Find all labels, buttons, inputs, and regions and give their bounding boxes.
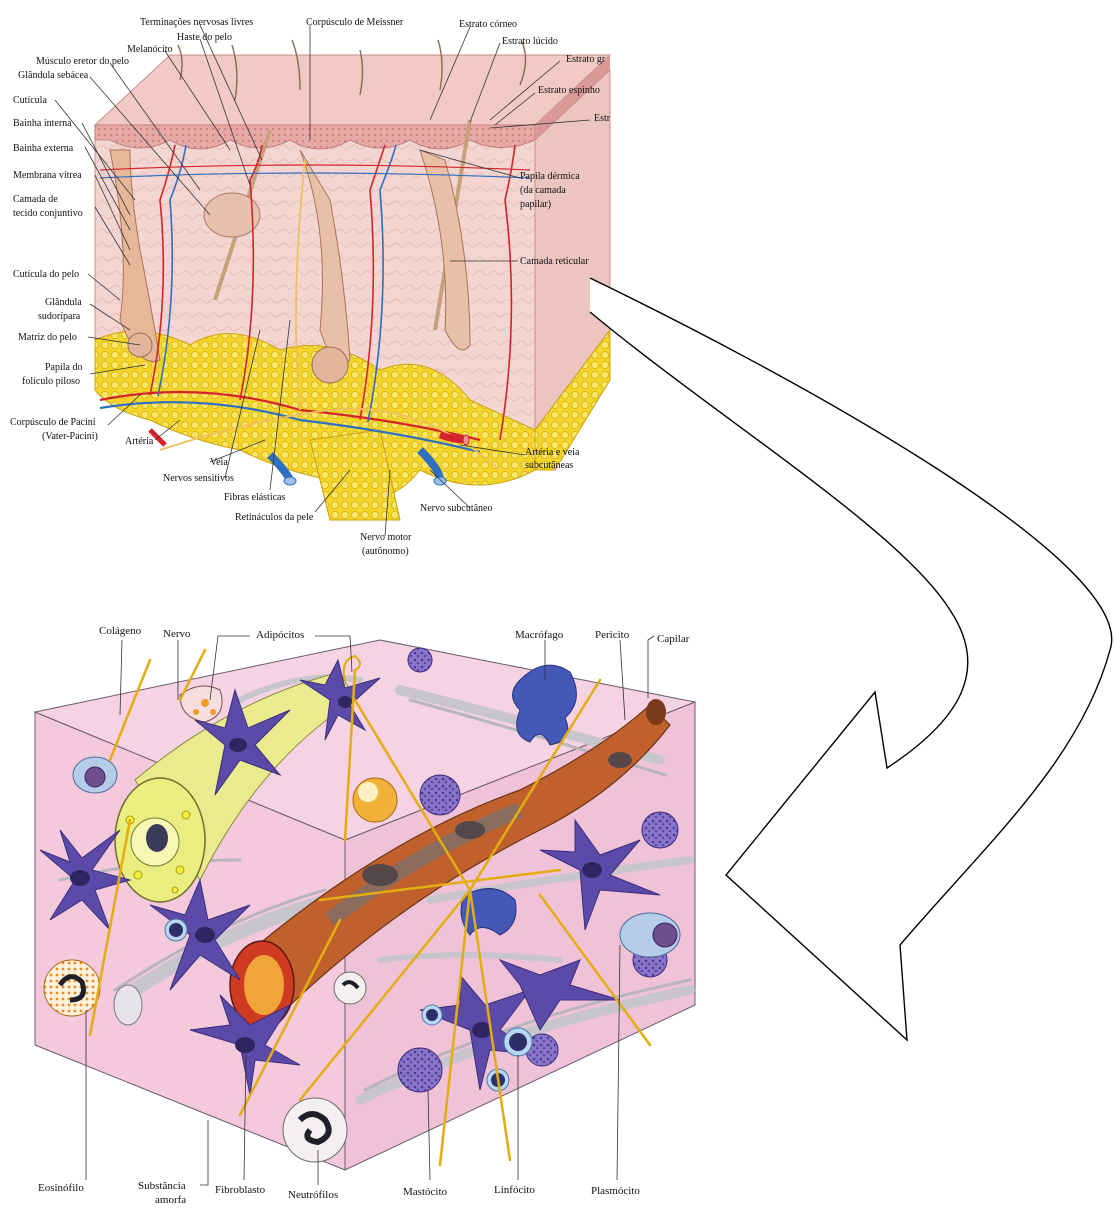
label-retinaculos: Retináculos da pele [235, 512, 314, 523]
label-macrofago: Macrófago [515, 629, 564, 641]
label-mastocito: Mastócito [403, 1186, 447, 1198]
label-terminacoes-nervosas: Terminações nervosas livres [140, 17, 253, 28]
label-papila-foliculo: Papila do [45, 362, 83, 373]
label-estrato-espinhoso: Estrato espinho [538, 85, 600, 96]
label-glandula-sebacea: Glândula sebácea [18, 70, 89, 81]
eosinophil [44, 960, 100, 1016]
label-camada-reticular: Camada reticular [520, 256, 589, 267]
label-linfocito: Linfócito [494, 1184, 535, 1196]
label-veia: Veia [210, 457, 228, 468]
label-substancia-amorfa: Substância [138, 1180, 186, 1192]
collagen-bundle-end [114, 985, 142, 1025]
label-cuticula-pelo: Cutícula do pelo [13, 269, 79, 280]
connective-tissue-cube [35, 640, 695, 1170]
label-eosinofilo: Eosinófilo [38, 1182, 84, 1194]
label-bainha-interna: Bainha interna [13, 118, 72, 129]
label-arteria-veia: Artéria e veia [525, 447, 580, 458]
label-adipocitos: Adipócitos [256, 629, 304, 641]
label-nervo: Nervo [163, 628, 191, 640]
label-estrato-lucido: Estrato lúcido [502, 36, 558, 47]
label-estrato-basal: Estr [594, 113, 611, 124]
epidermis-top-surface [95, 55, 610, 125]
label-musculo-eretor: Músculo eretor do pelo [36, 56, 129, 67]
label-melanocito: Melanócito [127, 44, 173, 55]
sweat-gland-coil [312, 347, 348, 383]
label-nervo-motor-2: (autônomo) [362, 546, 409, 557]
label-matriz-pelo: Matriz do pelo [18, 332, 77, 343]
label-bainha-externa: Bainha externa [13, 143, 74, 154]
label-fibras-elasticas: Fibras elásticas [224, 492, 285, 503]
label-papila-dermica-2: (da camada [520, 185, 566, 196]
label-colageno: Colágeno [99, 625, 142, 637]
label-nervos-sensitivos: Nervos sensitivos [163, 473, 234, 484]
label-glandula-sudoripara-2: sudorípara [38, 311, 81, 322]
label-nervo-motor: Nervo motor [360, 532, 412, 543]
label-substancia-amorfa-2: amorfa [155, 1194, 186, 1205]
label-pericito: Pericito [595, 629, 630, 641]
label-haste-pelo: Haste do pelo [177, 32, 232, 43]
label-fibroblasto: Fibroblasto [215, 1184, 266, 1196]
label-corpusculo-pacini: Corpúsculo de Pacini [10, 417, 96, 428]
label-corpusculo-pacini-2: (Vater-Pacini) [42, 431, 98, 442]
label-glandula-sudoripara: Glândula [45, 297, 82, 308]
label-arteria-veia-2: subcutâneas [525, 460, 573, 471]
label-papila-dermica-3: papilar) [520, 199, 551, 210]
label-papila-dermica: Papila dérmica [520, 171, 580, 182]
label-camada-tecido: Camada de [13, 194, 58, 205]
label-camada-tecido-2: tecido conjuntivo [13, 208, 83, 219]
label-estrato-corneo: Estrato córneo [459, 19, 517, 30]
label-nervo-subcutaneo: Nervo subcutâneo [420, 503, 492, 514]
label-plasmocito: Plasmócito [591, 1185, 640, 1197]
label-corpusculo-meissner: Corpúsculo de Meissner [306, 17, 404, 28]
label-papila-foliculo-2: folículo piloso [22, 376, 80, 387]
label-neutrofilos: Neutrófilos [288, 1189, 338, 1201]
label-estrato-granuloso: Estrato gr [566, 54, 606, 65]
label-cuticula: Cutícula [13, 95, 47, 106]
label-membrana-vitrea: Membrana vítrea [13, 170, 82, 181]
label-arteria: Artéria [125, 436, 154, 447]
label-capilar: Capilar [657, 633, 690, 645]
